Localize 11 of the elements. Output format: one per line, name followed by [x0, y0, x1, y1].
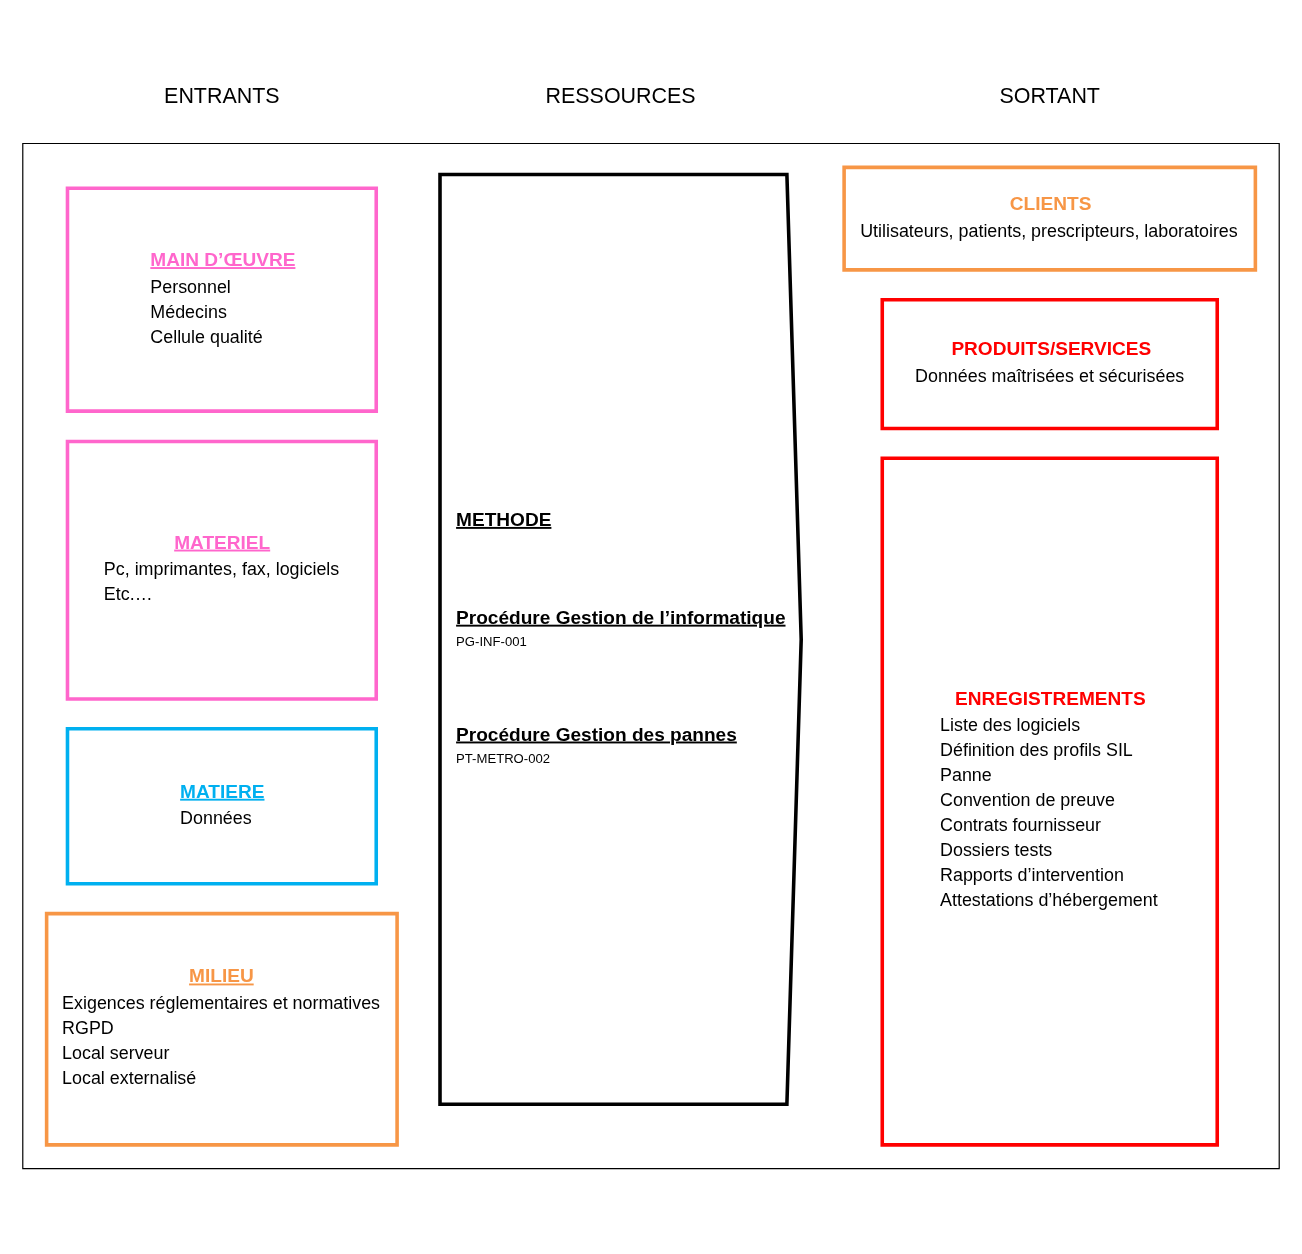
node-box: MATIERE Données	[65, 726, 379, 886]
label: RESSOURCES	[545, 83, 696, 108]
node-box: PRODUITS/SERVICES Données maîtrisées et sécurisées	[880, 297, 1219, 430]
node-box: ENREGISTREMENTS Liste des logiciels Définition des profils SIL Panne Convention de preuve Contrats fournisseur Dossiers tests Rapports d’intervention Attestations d’hébergement	[880, 455, 1219, 1147]
cluster	[22, 142, 1280, 1169]
label: ENTRANTS	[164, 83, 280, 108]
node-box: MATERIEL Pc, imprimantes, fax, logiciels Etc.…	[65, 439, 379, 701]
node-box: MAIN D’ŒUVRE Personnel Médecins Cellule qualité	[65, 185, 379, 413]
label: SORTANT	[999, 83, 1100, 108]
node-box: CLIENTS Utilisateurs, patients, prescripteurs, laboratoires	[842, 165, 1258, 272]
node-box: MILIEU Exigences réglementaires et normatives RGPD Local serveur Local externalisé	[44, 911, 399, 1147]
